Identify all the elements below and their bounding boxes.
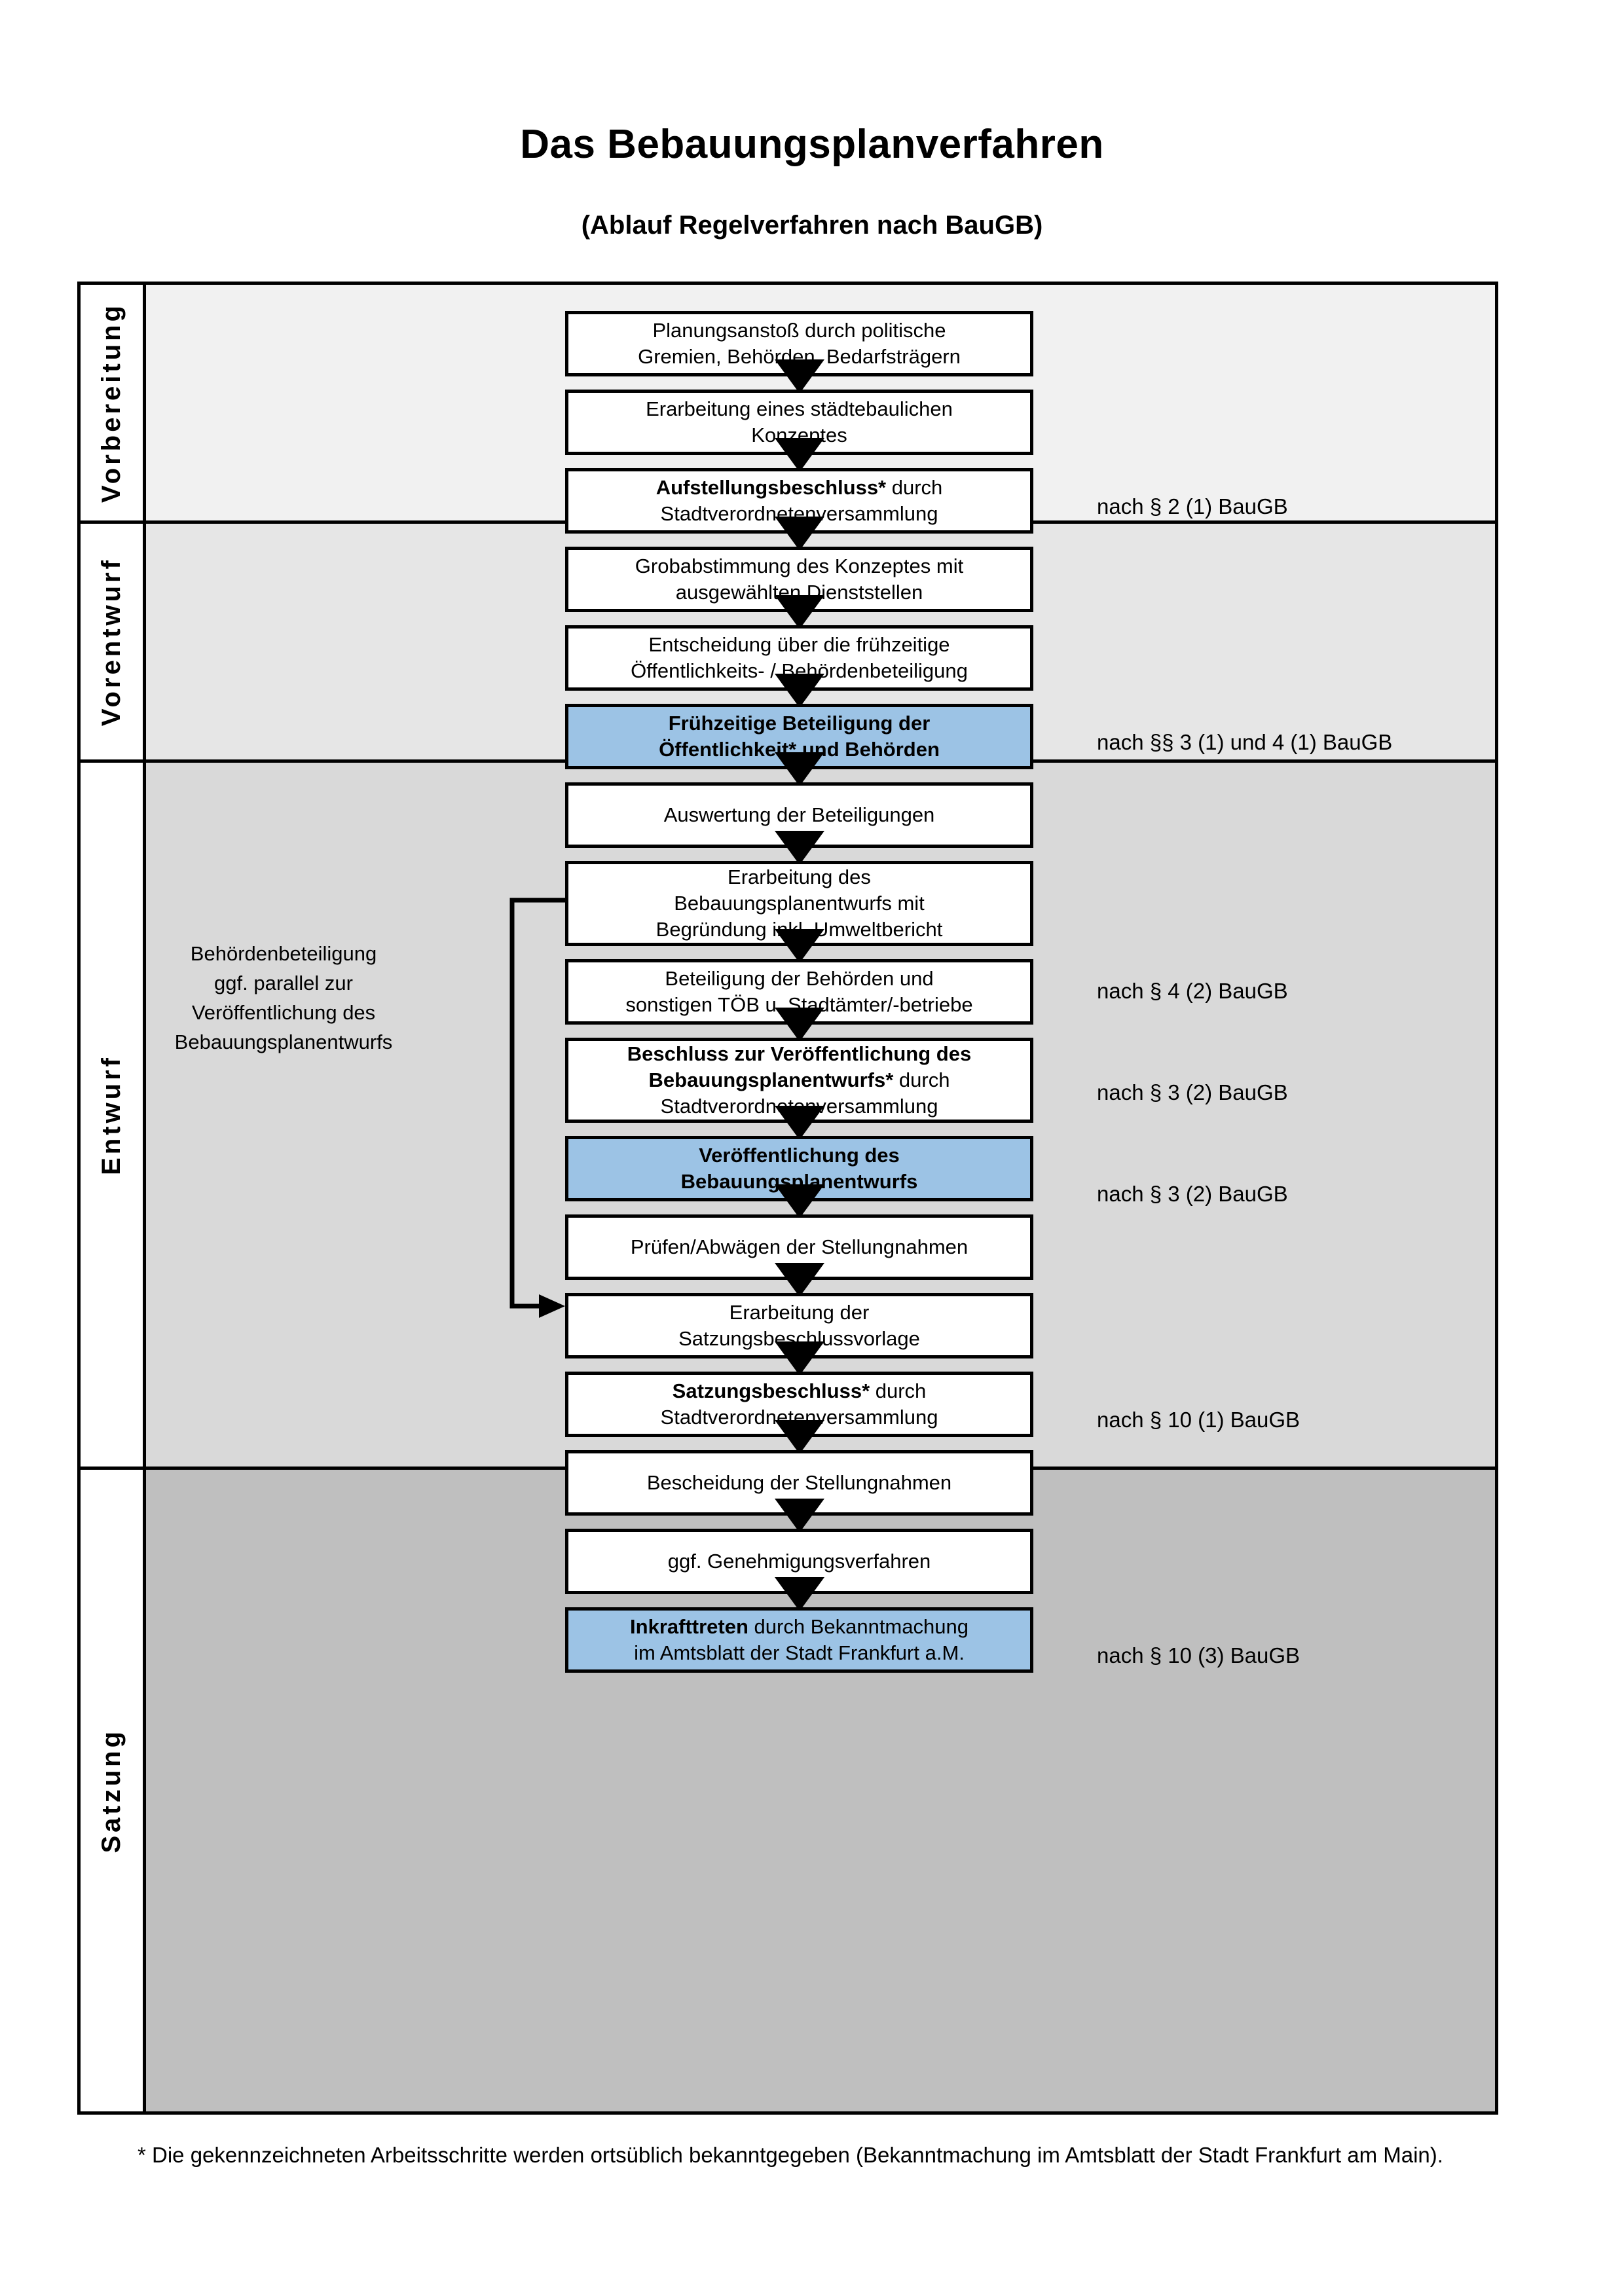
legal-ref-beschluss-veroeffentlichung: nach § 3 (2) BauGB	[1097, 1080, 1288, 1104]
step-text: Erarbeitung eines städtebaulichen Konzep…	[646, 397, 953, 446]
legal-ref-aufstellungsbeschluss: nach § 2 (1) BauGB	[1097, 494, 1288, 519]
step-text: ggf. Genehmigungsverfahren	[667, 1549, 931, 1573]
step-text: Beschluss zur Veröffentlichung des Bebau…	[627, 1042, 972, 1118]
legal-ref-fruehzeitige-beteiligung: nach §§ 3 (1) und 4 (1) BauGB	[1097, 730, 1393, 754]
flow-arrow-icon	[775, 517, 824, 551]
flow-arrow-icon	[775, 929, 824, 963]
page-title: Das Bebauungsplanverfahren	[520, 122, 1104, 167]
footnote: * Die gekennzeichneten Arbeitsschritte w…	[138, 2143, 1443, 2167]
phase-label-vorentwurf: Vorentwurf	[81, 524, 146, 759]
flow-arrow-icon	[775, 1008, 824, 1042]
flow-arrow-icon	[775, 438, 824, 472]
legal-ref-beteiligung-behoerden: nach § 4 (2) BauGB	[1097, 979, 1288, 1003]
step-inkrafttreten[interactable]: Inkrafttreten durch Bekanntmachung im Am…	[565, 1607, 1033, 1673]
flow-arrow-icon	[775, 359, 824, 393]
flow-arrow-icon	[775, 1263, 824, 1297]
step-text: Satzungsbeschluss* durch Stadtverordnete…	[660, 1379, 938, 1429]
legal-ref-satzungsbeschluss: nach § 10 (1) BauGB	[1097, 1408, 1301, 1432]
flow-arrow-icon	[775, 674, 824, 708]
step-staedtebauliches-konzept[interactable]: Erarbeitung eines städtebaulichen Konzep…	[565, 390, 1033, 455]
flow-arrow-icon	[775, 1577, 824, 1611]
step-text: Bescheidung der Stellungnahmen	[646, 1470, 952, 1494]
flow-arrow-icon	[775, 1106, 824, 1140]
page-subtitle: (Ablauf Regelverfahren nach BauGB)	[581, 211, 1043, 240]
step-text: Auswertung der Beteiligungen	[663, 803, 935, 826]
flow-arrow-icon	[775, 595, 824, 629]
step-text: Prüfen/Abwägen der Stellungnahmen	[630, 1235, 969, 1258]
legal-ref-veroeffentlichung: nach § 3 (2) BauGB	[1097, 1182, 1288, 1206]
process-steps-overlay: Planungsanstoß durch politische Gremien,…	[81, 285, 1502, 2118]
flow-arrow-icon	[775, 1341, 824, 1376]
step-text: Veröffentlichung des Bebauungsplanentwur…	[680, 1143, 918, 1193]
step-text: Grobabstimmung des Konzeptes mit ausgewä…	[635, 554, 964, 604]
flow-arrow-icon	[775, 1499, 824, 1533]
side-note-behoerdenbeteiligung: Behördenbeteiligung ggf. parallel zur Ve…	[174, 942, 393, 1053]
phase-label-satzung: Satzung	[81, 1470, 146, 2111]
flow-arrow-icon	[775, 1420, 824, 1454]
flowchart-frame: Vorbereitung Vorentwurf Entwurf Satzung …	[77, 282, 1498, 2115]
step-text: Erarbeitung der Satzungsbeschlussvorlage	[678, 1300, 920, 1350]
step-beschluss-veroeffentlichung[interactable]: Beschluss zur Veröffentlichung des Bebau…	[565, 1038, 1033, 1123]
flow-arrow-icon	[775, 1184, 824, 1218]
flow-arrow-icon	[775, 752, 824, 786]
step-text: Inkrafttreten durch Bekanntmachung im Am…	[630, 1614, 969, 1664]
phase-label-vorbereitung: Vorbereitung	[81, 285, 146, 520]
phase-label-entwurf: Entwurf	[81, 763, 146, 1467]
flow-arrow-icon	[775, 831, 824, 865]
legal-ref-inkrafttreten: nach § 10 (3) BauGB	[1097, 1643, 1301, 1667]
